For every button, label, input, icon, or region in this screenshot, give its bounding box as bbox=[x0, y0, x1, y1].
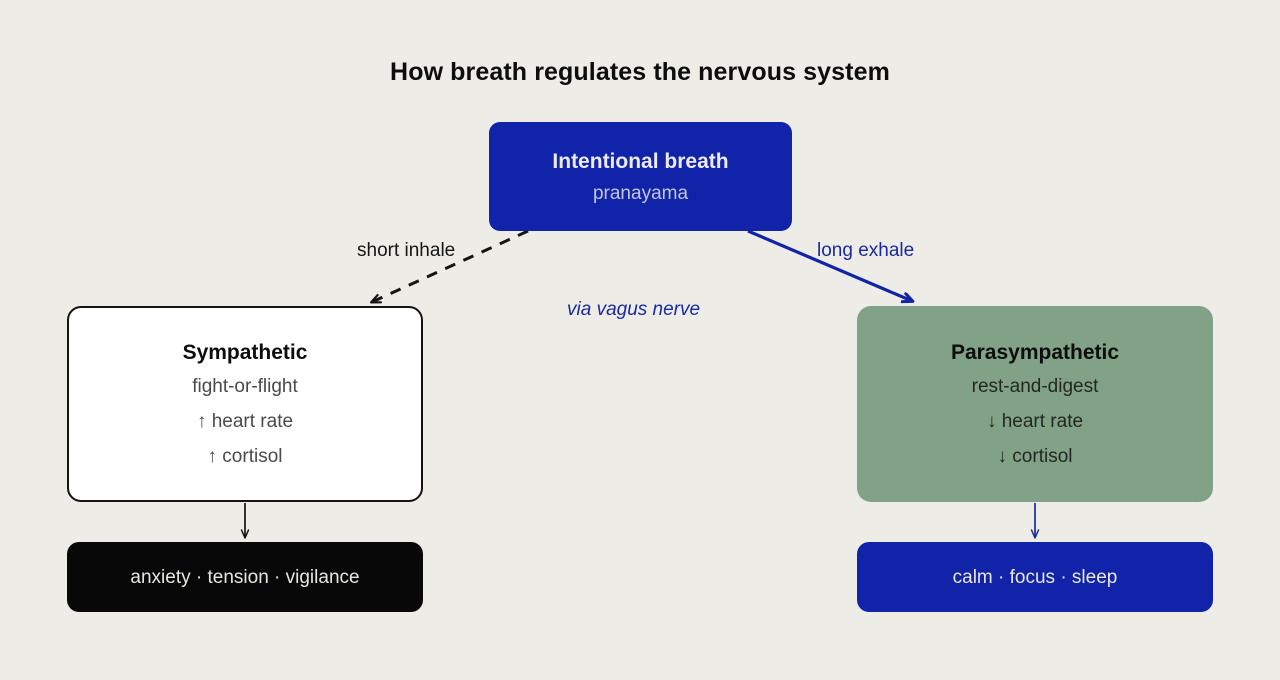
node-metric-heart-rate: ↓ heart rate bbox=[986, 411, 1084, 432]
page-title: How breath regulates the nervous system bbox=[390, 58, 890, 86]
node-metric-cortisol: ↑ cortisol bbox=[207, 446, 283, 467]
node-title: Parasympathetic bbox=[950, 341, 1120, 364]
edge-label-long-exhale: long exhale bbox=[817, 240, 915, 261]
node-outcome-text: calm · focus · sleep bbox=[952, 566, 1118, 588]
node-intentional-breath[interactable]: Intentional breath pranayama bbox=[489, 122, 792, 231]
node-parasympathetic[interactable]: Parasympathetic rest-and-digest ↓ heart … bbox=[857, 306, 1213, 502]
node-subtitle: rest-and-digest bbox=[971, 376, 1099, 397]
node-outcome-text: anxiety · tension · vigilance bbox=[130, 566, 360, 588]
annotation-via-vagus-nerve: via vagus nerve bbox=[567, 299, 701, 320]
node-title: Intentional breath bbox=[552, 149, 729, 173]
node-metric-cortisol: ↓ cortisol bbox=[997, 446, 1073, 467]
node-subtitle: fight-or-flight bbox=[192, 376, 298, 397]
node-sympathetic[interactable]: Sympathetic fight-or-flight ↑ heart rate… bbox=[67, 306, 423, 502]
edge-label-short-inhale: short inhale bbox=[357, 240, 456, 261]
node-subtitle: pranayama bbox=[592, 182, 689, 204]
node-title: Sympathetic bbox=[182, 341, 308, 364]
node-outcome-parasympathetic[interactable]: calm · focus · sleep bbox=[857, 542, 1213, 612]
node-outcome-sympathetic[interactable]: anxiety · tension · vigilance bbox=[67, 542, 423, 612]
node-metric-heart-rate: ↑ heart rate bbox=[196, 411, 294, 432]
